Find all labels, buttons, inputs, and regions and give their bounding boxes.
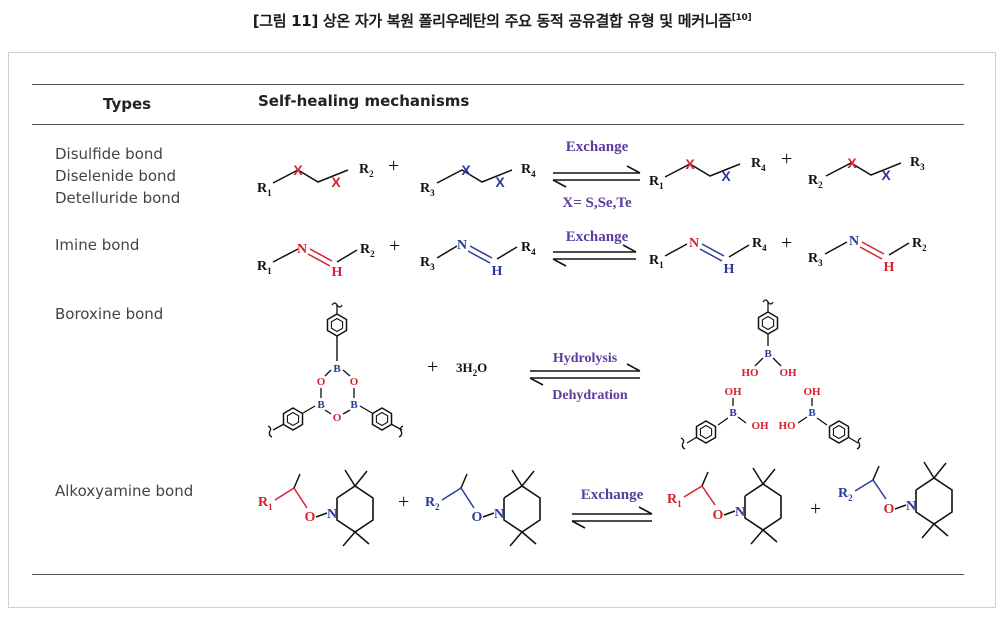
n-atom: N bbox=[689, 236, 699, 251]
r4-label: R4 bbox=[521, 240, 536, 257]
o-atom: O bbox=[350, 376, 359, 388]
x-atom: X bbox=[461, 162, 471, 178]
arrow-label-bottom: Dehydration bbox=[552, 388, 628, 403]
b-atom: B bbox=[333, 363, 341, 375]
type-disulfide-group: Disulfide bond Diselenide bond Detelluri… bbox=[55, 143, 180, 209]
b-atom: B bbox=[764, 348, 772, 360]
figure-frame bbox=[8, 52, 996, 608]
o-atom: O bbox=[305, 510, 316, 525]
type-alkoxyamine: Alkoxyamine bond bbox=[55, 482, 194, 500]
x-atom: X bbox=[293, 162, 303, 178]
r3-label: R3 bbox=[808, 251, 823, 268]
row-disulfide-scheme: R1 X X R2 + R3 X X R4 Exchange X= S,Se,T… bbox=[257, 139, 925, 211]
x-atom: X bbox=[847, 155, 857, 171]
r3-label: R3 bbox=[420, 181, 435, 198]
b-atom: B bbox=[350, 399, 358, 411]
plus-sign: + bbox=[388, 155, 399, 177]
b-atom: B bbox=[808, 407, 816, 419]
h-atom: H bbox=[884, 260, 895, 275]
b-atom: B bbox=[317, 399, 325, 411]
boronic-acid-products: B HO OH OH B OH OH B HO bbox=[680, 299, 862, 450]
n-atom: N bbox=[457, 238, 467, 253]
arrow-label-bottom: X= S,Se,Te bbox=[562, 195, 632, 211]
o-atom: O bbox=[317, 376, 326, 388]
type-imine: Imine bond bbox=[55, 236, 140, 254]
n-atom: N bbox=[327, 507, 337, 522]
r4-label: R4 bbox=[521, 162, 536, 179]
oh-group: OH bbox=[724, 386, 742, 398]
arrow-label-top: Exchange bbox=[566, 229, 629, 245]
water-label: 3H2O bbox=[456, 360, 487, 378]
boroxine-ring: B O O B B O bbox=[267, 302, 404, 438]
plus-sign: + bbox=[398, 491, 409, 513]
ho-group: HO bbox=[778, 420, 796, 432]
r2-label: R2 bbox=[360, 242, 375, 259]
n-atom: N bbox=[297, 242, 307, 257]
oh-group: OH bbox=[803, 386, 821, 398]
table-header-rule bbox=[32, 124, 964, 125]
n-atom: N bbox=[494, 507, 504, 522]
plus-sign: + bbox=[781, 148, 792, 170]
r2-label: R2 bbox=[808, 173, 823, 190]
arrow-label-top: Exchange bbox=[566, 139, 629, 155]
o-atom: O bbox=[472, 510, 483, 525]
r4-label: R4 bbox=[752, 236, 767, 253]
r2-label: R2 bbox=[425, 495, 440, 512]
type-boroxine: Boroxine bond bbox=[55, 305, 164, 323]
r2-label: R2 bbox=[912, 236, 927, 253]
n-atom: N bbox=[849, 234, 859, 249]
type-detelluride: Detelluride bond bbox=[55, 189, 181, 207]
r3-label: R3 bbox=[910, 155, 925, 172]
r1-label: R1 bbox=[649, 253, 664, 270]
n-atom: N bbox=[906, 499, 916, 514]
r3-label: R3 bbox=[420, 255, 435, 272]
plus-sign: + bbox=[781, 232, 792, 254]
r2-label: R2 bbox=[838, 486, 853, 503]
figure-caption: [그림 11] 상온 자가 복원 폴리우레탄의 주요 동적 공유결합 유형 및 … bbox=[0, 10, 1004, 31]
r1-label: R1 bbox=[257, 181, 272, 198]
h-atom: H bbox=[332, 265, 343, 280]
r1-label: R1 bbox=[649, 174, 664, 191]
b-atom: B bbox=[729, 407, 737, 419]
o-atom: O bbox=[884, 502, 895, 517]
oh-group: OH bbox=[779, 367, 797, 379]
x-atom: X bbox=[881, 167, 891, 183]
row-imine-scheme: R1 N H R2 + R3 N H R4 Exchange R1 N H R4… bbox=[257, 229, 927, 280]
r1-label: R1 bbox=[258, 495, 273, 512]
row-boroxine-scheme: B O O B B O + 3H2O Hydrolysis bbox=[267, 299, 862, 450]
row-alkoxyamine-scheme: R1 O N + R2 O N Exchange R1 O N + R2 O N bbox=[258, 461, 953, 547]
r1-label: R1 bbox=[667, 492, 682, 509]
caption-text: [그림 11] 상온 자가 복원 폴리우레탄의 주요 동적 공유결합 유형 및 … bbox=[252, 12, 732, 30]
n-atom: N bbox=[735, 505, 745, 520]
h-atom: H bbox=[724, 262, 735, 277]
o-atom: O bbox=[333, 412, 342, 424]
ho-group: HO bbox=[741, 367, 759, 379]
arrow-label-top: Exchange bbox=[581, 487, 644, 503]
plus-sign: + bbox=[389, 235, 400, 257]
o-atom: O bbox=[713, 508, 724, 523]
r4-label: R4 bbox=[751, 156, 766, 173]
header-mechanisms: Self-healing mechanisms bbox=[258, 92, 470, 110]
type-diselenide: Diselenide bond bbox=[55, 167, 177, 185]
x-atom: X bbox=[331, 174, 341, 190]
r2-label: R2 bbox=[359, 162, 374, 179]
r1-label: R1 bbox=[257, 259, 272, 276]
table-top-rule bbox=[32, 84, 964, 85]
arrow-label-top: Hydrolysis bbox=[553, 351, 618, 366]
caption-reference: [10] bbox=[731, 13, 752, 23]
x-atom: X bbox=[721, 168, 731, 184]
type-disulfide: Disulfide bond bbox=[55, 145, 163, 163]
x-atom: X bbox=[495, 174, 505, 190]
oh-group: OH bbox=[751, 420, 769, 432]
plus-sign: + bbox=[427, 356, 438, 378]
x-atom: X bbox=[685, 156, 695, 172]
h-atom: H bbox=[492, 264, 503, 279]
table-bottom-rule bbox=[32, 574, 964, 575]
header-types: Types bbox=[103, 95, 152, 113]
plus-sign: + bbox=[810, 498, 821, 520]
